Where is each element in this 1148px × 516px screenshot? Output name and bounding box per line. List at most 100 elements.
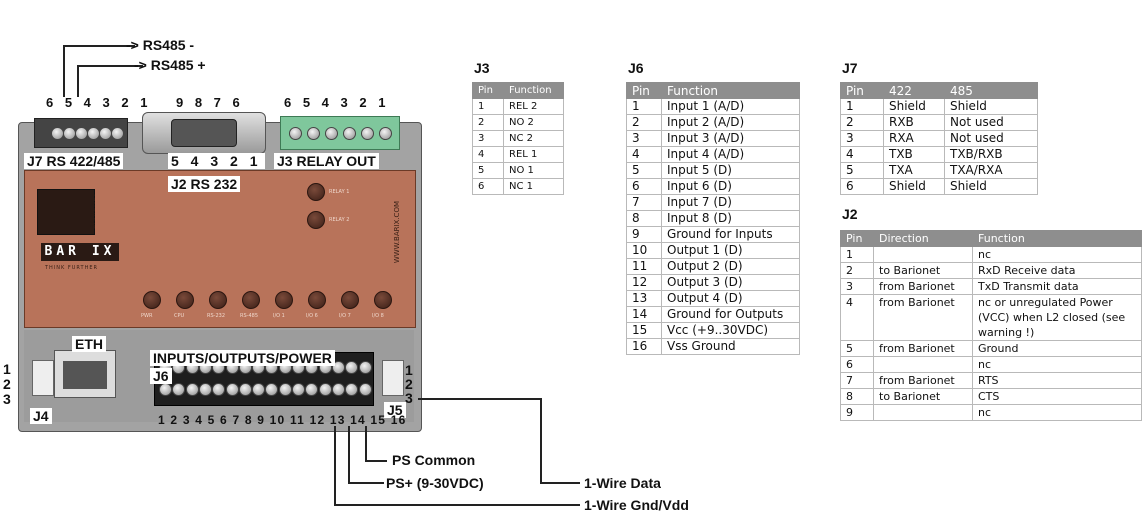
ps-plus-wire-h: [348, 482, 384, 484]
status-led-label: I/O 1: [273, 313, 285, 319]
j2-cell: 1: [840, 246, 874, 263]
j6-cell: Input 8 (D): [661, 210, 800, 227]
j7-cell: TXB: [883, 146, 945, 163]
j7-cell: TXA/RXA: [944, 162, 1038, 179]
j4-pin-3: 3: [3, 391, 11, 407]
j6-screw-lower: [212, 383, 226, 396]
one-wire-data-wire-h2: [540, 482, 580, 484]
j2-cell: nc: [972, 404, 1142, 421]
rs485-plus-wire-v: [77, 65, 79, 97]
j6-screw: [345, 361, 359, 374]
status-led-label: I/O 8: [372, 313, 384, 319]
j2-header-cell: Direction: [873, 230, 973, 247]
url-vertical: WWW.BARIX.COM: [393, 201, 401, 264]
relay2-led: [307, 211, 325, 229]
one-wire-data-wire-v: [540, 398, 542, 484]
j7-cell: Shield: [944, 98, 1038, 115]
rs485-minus-label: -> RS485 -: [126, 37, 195, 53]
j2-cell: [873, 404, 973, 421]
status-led: [374, 291, 392, 309]
one-wire-gnd-wire-v: [334, 426, 336, 506]
io-label: INPUTS/OUTPUTS/POWER: [150, 350, 335, 366]
j6-pin-numbers: 1 2 3 4 5 6 7 8 9 10 11 12 13 14 15 16: [158, 413, 407, 427]
j6-cell: Input 6 (D): [661, 178, 800, 195]
j4-connector: [32, 360, 54, 396]
j2-bottom-pin-numbers: 5 4 3 2 1: [168, 153, 265, 169]
j3-cell: 5: [472, 162, 504, 179]
barionet-logo-graphic: [37, 189, 95, 235]
j6-cell: 6: [626, 178, 662, 195]
relay2-label: RELAY 2: [329, 217, 350, 223]
tagline: THINK FURTHER: [45, 265, 98, 271]
j7-cell: Not used: [944, 130, 1038, 147]
j3-pin-numbers: 6 5 4 3 2 1: [284, 95, 390, 110]
status-led: [143, 291, 161, 309]
j3-cell: NO 1: [503, 162, 564, 179]
j6-cell: Input 1 (A/D): [661, 98, 800, 115]
j2-cell: 7: [840, 372, 874, 389]
j2-cell: [873, 356, 973, 373]
j6-screw-lower: [159, 383, 172, 396]
j6-screw-lower: [278, 383, 292, 396]
status-led-label: RS-485: [240, 313, 258, 319]
j7-cell: 3: [840, 130, 884, 147]
j2-cell: to Barionet: [873, 262, 973, 279]
j3-cell: REL 2: [503, 98, 564, 115]
j6-cell: 5: [626, 162, 662, 179]
j7-header-cell: 422: [883, 82, 945, 99]
j6-cell: Ground for Inputs: [661, 226, 800, 243]
j3-cell: NO 2: [503, 114, 564, 131]
status-led: [308, 291, 326, 309]
j4-pin-1: 1: [3, 361, 11, 377]
j7-cell: RXA: [883, 130, 945, 147]
j6-cell: 15: [626, 322, 662, 339]
j6-screw-lower: [305, 383, 319, 396]
barionet-device: J7 RS 422/485 J3 RELAY OUT BARIONET BAR …: [18, 112, 422, 432]
j6-cell: Output 1 (D): [661, 242, 800, 259]
status-led-label: CPU: [174, 313, 185, 319]
j2-cell: RxD Receive data: [972, 262, 1142, 279]
ps-plus-label: PS+ (9-30VDC): [386, 475, 484, 491]
j2-cell: 4: [840, 294, 874, 341]
one-wire-gnd-wire-h: [334, 504, 580, 506]
j6-screw-lower: [265, 383, 279, 396]
j6-screw-lower: [318, 383, 332, 396]
j7-cell: 6: [840, 178, 884, 195]
eth-jack: [54, 350, 116, 398]
j6-cell: 13: [626, 290, 662, 307]
j2-cell: 2: [840, 262, 874, 279]
rs485-minus-wire-h: [63, 45, 135, 47]
ps-common-wire-h: [365, 460, 387, 462]
status-led: [176, 291, 194, 309]
j6-cell: 3: [626, 130, 662, 147]
j2-cell: to Barionet: [873, 388, 973, 405]
one-wire-data-label: 1-Wire Data: [584, 475, 661, 491]
lower-frame: [24, 330, 414, 422]
j7-cell: TXB/RXB: [944, 146, 1038, 163]
j6-cell: Input 2 (A/D): [661, 114, 800, 131]
j2-header-cell: Function: [972, 230, 1142, 247]
j7-cell: Shield: [883, 178, 945, 195]
